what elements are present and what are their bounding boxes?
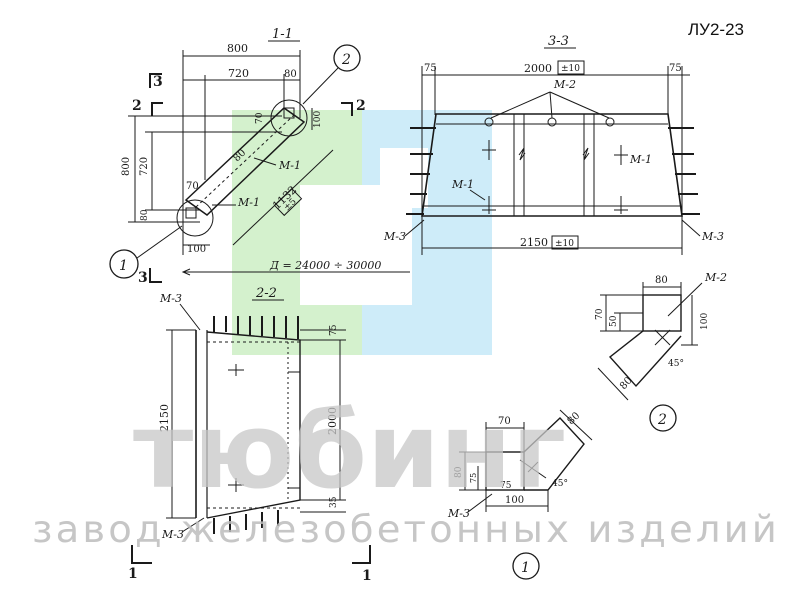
- label-m3-33-left: М-3: [383, 230, 406, 243]
- label-m1-33-left: М-1: [451, 178, 474, 191]
- dim-800-vert: 800: [121, 157, 132, 176]
- section-mark-3-top: 3: [153, 74, 163, 90]
- section-mark-1-left: 1: [128, 566, 138, 582]
- section-1-1-title: 1-1: [272, 27, 293, 42]
- dim-75-left: 75: [424, 63, 437, 74]
- section-2-2-title: 2-2: [255, 286, 277, 301]
- det1-dim-80: 80: [454, 466, 464, 478]
- det1-dim-75: 75: [469, 473, 478, 483]
- label-m3-22-bottom: М-3: [161, 528, 184, 541]
- dim-2000-top: 2000: [524, 62, 552, 75]
- callout-1-detail: 1: [521, 560, 530, 576]
- dim-80-vert: 80: [140, 209, 150, 221]
- callout-2: 2: [341, 52, 351, 68]
- section-marks-1: 1 1: [128, 545, 372, 584]
- section-1-1: 1-1 800 720 80 800 720 80 1132 ±5 80: [109, 27, 410, 286]
- dim-800-top: 800: [227, 42, 248, 55]
- drawing-code: ЛУ2-23: [688, 20, 744, 39]
- text-watermark: тюбинг завод железобетонных изделий: [32, 390, 780, 551]
- dim-720-top: 720: [228, 67, 249, 80]
- dim-2150-tol: ±10: [555, 239, 574, 249]
- watermark-subtitle: завод железобетонных изделий: [32, 508, 780, 551]
- label-m3-33-right: М-3: [701, 230, 724, 243]
- label-m1-upper: М-1: [278, 159, 301, 172]
- label-m2: М-2: [553, 78, 576, 91]
- callout-2-detail: 2: [657, 412, 667, 428]
- detail-1: 70 80 75 80 45° 100 75 М-3 1: [447, 409, 593, 580]
- dim-75-right: 75: [669, 63, 682, 74]
- dim-2150-vert: 2150: [158, 404, 171, 432]
- det2-angle: 45°: [668, 359, 684, 369]
- dim-70-bottom: 70: [186, 181, 199, 192]
- section-mark-2-left: 2: [132, 98, 142, 114]
- label-m1-lower: М-1: [237, 196, 260, 209]
- watermark-brand: тюбинг: [133, 390, 566, 512]
- section-mark-3-bottom: 3: [138, 270, 148, 286]
- dim-100-node: 100: [313, 111, 323, 128]
- dim-80-top: 80: [284, 69, 297, 80]
- det2-label-m2: М-2: [704, 271, 727, 284]
- det1-dim-100: 100: [505, 495, 524, 506]
- dim-35-vert: 35: [329, 496, 339, 508]
- det2-dim-100: 100: [700, 313, 710, 330]
- section-mark-1-right: 1: [362, 568, 372, 584]
- det2-dim-70: 70: [595, 308, 605, 320]
- section-3-3-title: 3-3: [548, 34, 569, 49]
- logo-white-notch-2: [380, 148, 428, 208]
- section-2-2: 2-2 2150: [158, 286, 346, 541]
- det1-dim-75-bottom: 75: [500, 481, 512, 491]
- det1-dim-80-diag: 80: [566, 410, 583, 427]
- dim-2150-bottom: 2150: [520, 236, 548, 249]
- det1-label-m3: М-3: [447, 507, 470, 520]
- det1-dim-70: 70: [498, 416, 511, 427]
- section-3-3: 3-3 75 75 2000 ±10: [383, 34, 724, 255]
- dim-70-node: 70: [255, 112, 265, 124]
- label-m3-22-top: М-3: [159, 292, 182, 305]
- det2-dim-80: 80: [655, 275, 668, 286]
- detail-2: 80 70 50 100 80 45° М-2 2: [595, 271, 727, 432]
- dim-100-bottom: 100: [187, 244, 206, 255]
- dim-2000-vert: 2000: [326, 407, 339, 435]
- det1-angle: 45°: [552, 479, 568, 489]
- callout-1: 1: [119, 258, 128, 274]
- section-mark-2-right: 2: [356, 98, 366, 114]
- dim-720-vert: 720: [139, 157, 150, 176]
- dim-75-vert: 75: [329, 324, 339, 336]
- det2-dim-80-diag: 80: [618, 375, 635, 392]
- det2-dim-50: 50: [609, 315, 619, 327]
- logo-watermark: [232, 110, 492, 355]
- label-m1-33-right: М-1: [629, 153, 652, 166]
- span-dimension: Д = 24000 ÷ 30000: [269, 259, 381, 272]
- dim-2000-tol: ±10: [561, 64, 580, 74]
